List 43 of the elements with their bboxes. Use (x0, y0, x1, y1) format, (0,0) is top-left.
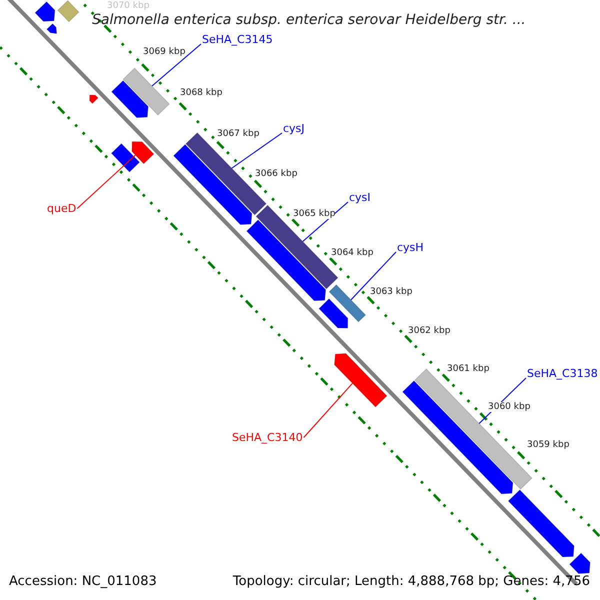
gene-label: SeHA_C3138 (527, 367, 598, 380)
position-label: 3068 kbp (180, 88, 222, 98)
gene-band (328, 284, 366, 322)
position-label: 3070 kbp (107, 1, 150, 11)
gene-band (110, 143, 140, 173)
gene-label: cysH (397, 241, 424, 254)
gene-label: SeHA_C3145 (202, 33, 273, 46)
leader-line (303, 382, 353, 438)
gene-feature (89, 94, 99, 104)
gene-band (122, 68, 170, 116)
gene-feature (111, 80, 149, 118)
position-label: 3066 kbp (255, 169, 298, 179)
gene-feature (132, 141, 154, 164)
leader-line (76, 154, 136, 209)
gene-band (57, 0, 80, 22)
gene-label: queD (47, 202, 76, 215)
position-label: 3059 kbp (527, 440, 570, 450)
gene-label: SeHA_C3140 (232, 431, 303, 444)
gene-feature (246, 219, 326, 302)
gene-feature (334, 353, 388, 408)
gene-feature (569, 552, 591, 574)
gene-label: cysI (349, 191, 371, 204)
position-label: 3067 kbp (217, 129, 260, 139)
gene-feature (34, 1, 56, 22)
position-label: 3063 kbp (370, 287, 412, 297)
position-label: 3069 kbp (143, 47, 186, 57)
leader-line (231, 132, 282, 169)
genome-info-label: Topology: circular; Length: 4,888,768 bp; Genes: 4,756 (232, 574, 590, 589)
position-label: 3060 kbp (488, 402, 530, 412)
gene-feature (173, 144, 252, 225)
title: Salmonella enterica subsp. enterica serovar Heidelberg str. ... (92, 12, 526, 28)
gene-feature (508, 489, 575, 558)
gene-feature (402, 380, 514, 494)
position-label: 3061 kbp (447, 364, 490, 374)
gene-label: cysJ (283, 122, 305, 135)
position-label: 3065 kbp (293, 209, 336, 219)
leader-line (350, 252, 396, 300)
position-label: 3062 kbp (408, 326, 450, 336)
leader-line (152, 44, 202, 87)
leader-line (302, 202, 348, 242)
gene-feature (318, 298, 348, 328)
position-label: 3064 kbp (331, 248, 374, 258)
accession-label: Accession: NC_011083 (9, 574, 157, 589)
